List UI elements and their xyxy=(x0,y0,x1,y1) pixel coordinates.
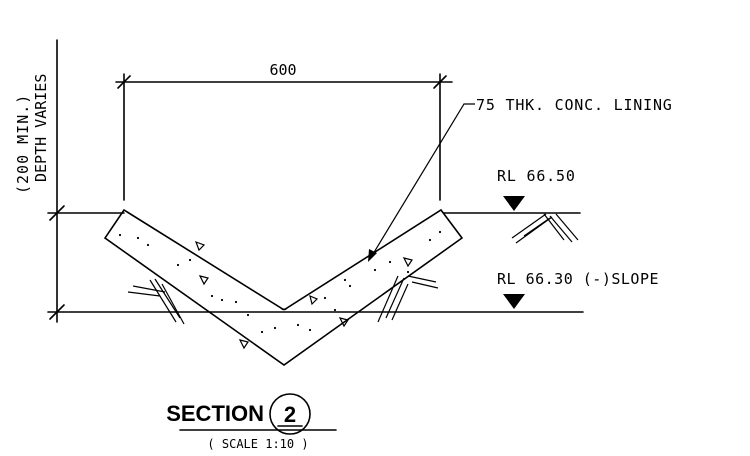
earth-hatch-left xyxy=(127,278,185,325)
rl-bottom-label: RL 66.30 (-)SLOPE xyxy=(497,270,659,288)
rl-bottom-marker-icon xyxy=(503,294,525,309)
depth-tick-bottom xyxy=(49,304,65,320)
earth-hatch-top-right xyxy=(511,213,579,244)
earth-hatch-right xyxy=(377,275,439,323)
rl-top-label: RL 66.50 xyxy=(497,167,576,185)
lining-label: 75 THK. CONC. LINING xyxy=(476,96,673,114)
section-title: SECTION xyxy=(166,401,264,426)
rl-top-marker-icon xyxy=(503,196,525,211)
scale-label: ( SCALE 1:10 ) xyxy=(207,437,308,451)
lining-outline xyxy=(103,208,464,366)
section-number-circle xyxy=(269,393,311,435)
width-dimension-label: 600 xyxy=(269,61,296,79)
concrete-hatch xyxy=(118,230,442,350)
lining-leader-arrow-icon xyxy=(368,249,377,262)
depth-varies-label: DEPTH VARIES xyxy=(32,74,50,182)
depth-tick-top xyxy=(49,205,65,221)
width-tick-left xyxy=(117,75,131,89)
width-tick-right xyxy=(433,75,447,89)
section-number: 2 xyxy=(284,402,296,427)
depth-min-label: (200 MIN.) xyxy=(14,94,32,194)
lining-leader-line xyxy=(372,103,475,255)
